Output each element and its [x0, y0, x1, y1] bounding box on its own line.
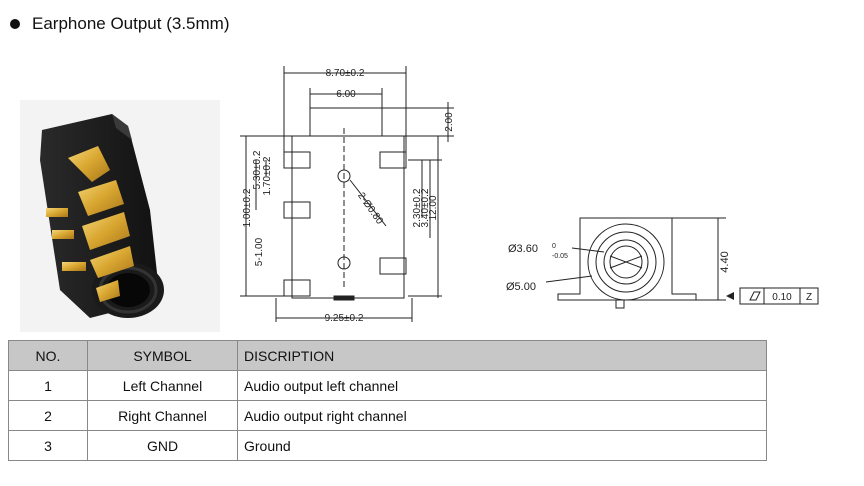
cell-description: Audio output right channel: [237, 400, 767, 431]
bullet-icon: [10, 19, 20, 29]
table-row: 2 Right Channel Audio output right chann…: [8, 400, 767, 431]
header-symbol: SYMBOL: [87, 340, 238, 371]
tol-value: 0.10: [772, 292, 792, 303]
cell-symbol: Left Channel: [87, 370, 238, 401]
dim-top-height: 2.00: [444, 112, 455, 132]
side-view-drawing: 8.70±0.2 6.00 2.00 2.30±0.2 3.40±0.2 12.…: [240, 66, 455, 324]
dim-bottom-width: 9.25±0.2: [325, 313, 364, 324]
dim-width-outer: 8.70±0.2: [326, 68, 365, 79]
dim-d1-tol-lower: -0.05: [552, 253, 568, 260]
cell-symbol: GND: [87, 430, 238, 461]
section-heading: Earphone Output (3.5mm): [10, 12, 229, 36]
dim-width-inner: 6.00: [336, 89, 356, 100]
dim-left-3: 1.70±0.2: [262, 156, 273, 195]
dim-left-4: 5-1.00: [254, 237, 265, 266]
table-row: 1 Left Channel Audio output left channel: [8, 370, 767, 401]
cell-description: Ground: [237, 430, 767, 461]
dim-d1-tol-upper: 0: [552, 243, 556, 250]
cell-description: Audio output left channel: [237, 370, 767, 401]
cell-no: 1: [8, 370, 88, 401]
table-header-row: NO. SYMBOL DISCRIPTION: [8, 340, 767, 371]
header-description: DISCRIPTION: [237, 340, 767, 371]
tol-datum: Z: [806, 292, 812, 303]
front-view-drawing: Ø3.60 0 -0.05 Ø5.00 4.40 0.10 Z: [506, 217, 819, 309]
cell-symbol: Right Channel: [87, 400, 238, 431]
heading-text: Earphone Output (3.5mm): [32, 14, 230, 33]
cell-no: 2: [8, 400, 88, 431]
dim-right-1: 2.30±0.2: [412, 188, 423, 227]
dim-right-2: 3.40±0.2: [420, 188, 431, 227]
header-no: NO.: [8, 340, 88, 371]
dim-d1: Ø3.60: [508, 243, 538, 255]
pin-table: NO. SYMBOL DISCRIPTION 1 Left Channel Au…: [8, 340, 767, 461]
dim-height: 4.40: [719, 251, 731, 272]
earphone-jack-photo: [20, 100, 220, 332]
cell-no: 3: [8, 430, 88, 461]
dim-d2: Ø5.00: [506, 281, 536, 293]
table-row: 3 GND Ground: [8, 430, 767, 461]
dim-right-3: 12.00: [428, 195, 439, 220]
dim-left-2: 5.30±0.2: [252, 150, 263, 189]
dim-left-1: 1.00±0.2: [242, 188, 253, 227]
dim-hole-label: 2-Ø0.80: [355, 191, 385, 227]
